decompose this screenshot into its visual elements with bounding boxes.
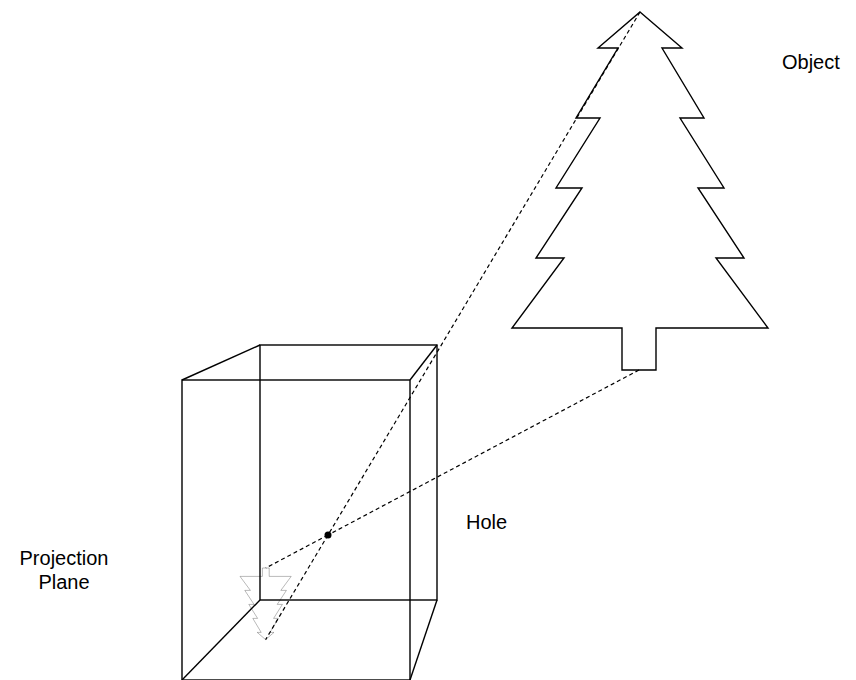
- projection-plane-label: Projection Plane: [4, 546, 124, 594]
- camera-box: [182, 345, 437, 680]
- object-tree: [512, 12, 768, 370]
- pinhole: [325, 532, 332, 539]
- hole-label: Hole: [466, 510, 526, 534]
- object-label: Object: [782, 50, 852, 74]
- projected-image: [240, 568, 291, 640]
- light-rays: [266, 12, 640, 640]
